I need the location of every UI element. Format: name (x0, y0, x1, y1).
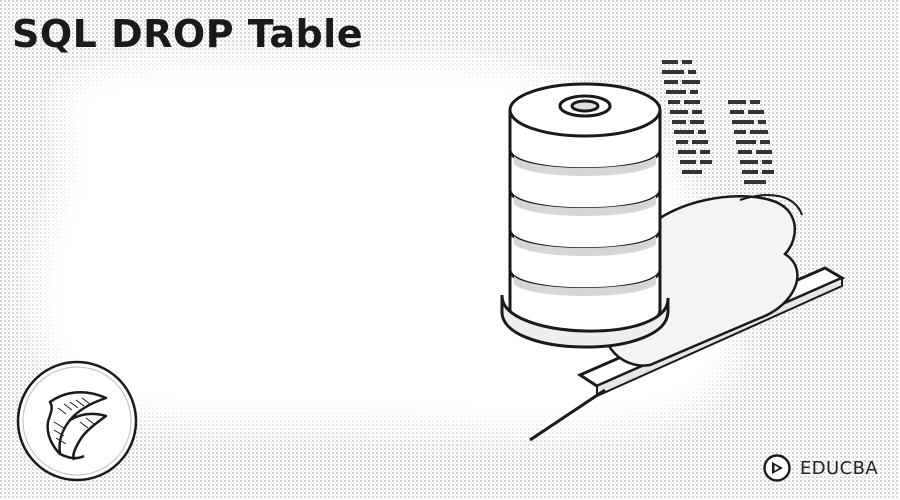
educba-logo-icon (763, 454, 791, 482)
brand-name: EDUCBA (800, 457, 879, 479)
educba-brand: EDUCBA (762, 453, 878, 483)
database-illustration (500, 60, 846, 442)
sql-server-management-studio-icon (16, 360, 138, 482)
page-title: SQL DROP Table (12, 12, 363, 56)
